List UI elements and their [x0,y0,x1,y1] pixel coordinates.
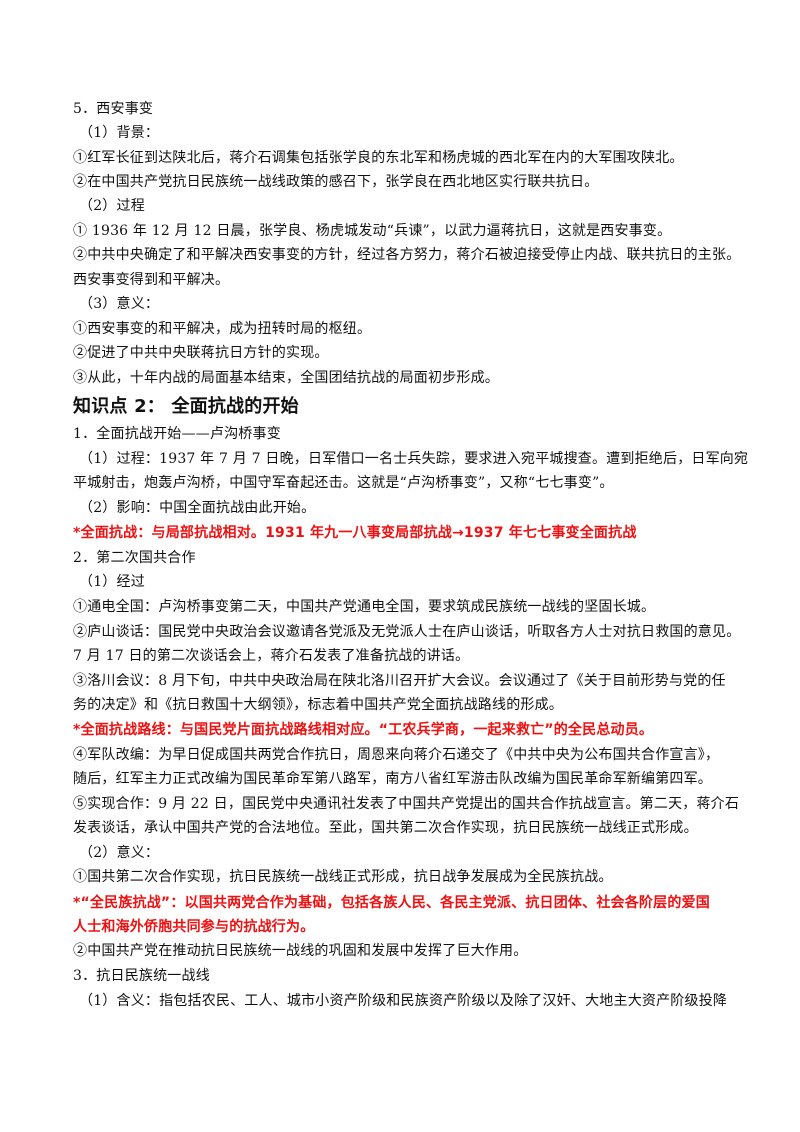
highlight-note: *全面抗战路线：与国民党片面抗战路线相对应。“工农兵学商，一起来救亡”的全民总动… [73,722,654,738]
highlight-note: *“全民族抗战”：以国共两党合作为基础，包括各族人民、各民主党派、抗日团体、社会… [73,895,710,911]
text-line: ②中共中央确定了和平解决西安事变的方针，经过各方努力，蒋介石被迫接受停止内战、联… [73,247,741,263]
subheading-process: （2）过程 [79,198,145,214]
text-line: （1）过程：1937 年 7 月 7 日晚，日军借口一名士兵失踪，要求进入宛平城… [79,451,749,467]
subheading-background: （1）背景： [79,125,160,141]
text-line: ②促进了中共中央联蒋抗日方针的实现。 [73,345,329,361]
text-line: ④军队改编：为早日促成国共两党合作抗日，周恩来向蒋介石递交了《中共中央为公布国共… [73,747,720,763]
text-line: 随后，红军主力正式改编为国民革命军第八路军，南方八省红军游击队改编为国民革命军新… [73,771,712,787]
text-line: ⑤实现合作：9 月 22 日，国民党中央通讯社发表了中国共产党提出的国共合作抗战… [73,796,740,812]
text-line: （1）含义：指包括农民、工人、城市小资产阶级和民族资产阶级以及除了汉奸、大地主大… [79,993,728,1009]
highlight-note: 人士和海外侨胞共同参与的抗战行为。 [73,919,315,935]
text-line: （2）影响：中国全面抗战由此开始。 [79,500,316,516]
text-line: 发表谈话，承认中国共产党的合法地位。至此，国共第二次合作实现，抗日民族统一战线正… [73,820,698,836]
text-line: 平城射击，炮轰卢沟桥，中国守军奋起还击。这就是“卢沟桥事变”，又称“七七事变”。 [73,475,614,491]
text-line: ①通电全国：卢沟桥事变第二天，中国共产党通电全国，要求筑成民族统一战线的坚固长城… [73,599,656,615]
text-line: 西安事变得到和平解决。 [73,272,230,288]
text-line: ②庐山谈话：国民党中央政治会议邀请各党派及无党派人士在庐山谈话，听取各方人士对抗… [73,624,741,640]
subheading-course: （1）经过 [79,574,145,590]
subheading-significance: （3）意义： [79,296,160,312]
text-line: 务的决定》和《抗日救国十大纲领》，标志着中国共产党全面抗战路线的形成。 [73,697,563,713]
section-title-united-front: 3．抗日民族统一战线 [73,968,210,984]
highlight-note: *全面抗战：与局部抗战相对。1931 年九一八事变局部抗战→1937 年七七事变… [73,525,637,541]
text-line: ②中国共产党在推动抗日民族统一战线的巩固和发展中发挥了巨大作用。 [73,943,528,959]
section-title-xian-incident: 5．西安事变 [73,101,154,117]
text-line: ③从此，十年内战的局面基本结束，全国团结抗战的局面初步形成。 [73,370,499,386]
text-line: ①西安事变的和平解决，成为扭转时局的枢纽。 [73,321,372,337]
section-title-marco-polo: 1．全面抗战开始——卢沟桥事变 [73,426,281,442]
text-line: 7 月 17 日的第二次谈话会上，蒋介石发表了准备抗战的讲话。 [73,648,470,664]
text-line: ②在中国共产党抗日民族统一战线政策的感召下，张学良在西北地区实行联共抗日。 [73,174,599,190]
subheading-significance: （2）意义： [79,845,160,861]
knowledge-point-heading: 知识点 2： 全面抗战的开始 [73,396,299,417]
text-line: ①红军长征到达陕北后，蒋介石调集包括张学良的东北军和杨虎城的西北军在内的大军围攻… [73,150,684,166]
text-line: ①国共第二次合作实现，抗日民族统一战线正式形成，抗日战争发展成为全民族抗战。 [73,869,613,885]
text-line: ① 1936 年 12 月 12 日晨，张学良、杨虎城发动“兵谏”，以武力逼蒋抗… [73,223,672,239]
text-line: ③洛川会议：8 月下旬，中共中央政治局在陕北洛川召开扩大会议。会议通过了《关于目… [73,673,726,689]
section-title-cooperation: 2．第二次国共合作 [73,550,196,566]
